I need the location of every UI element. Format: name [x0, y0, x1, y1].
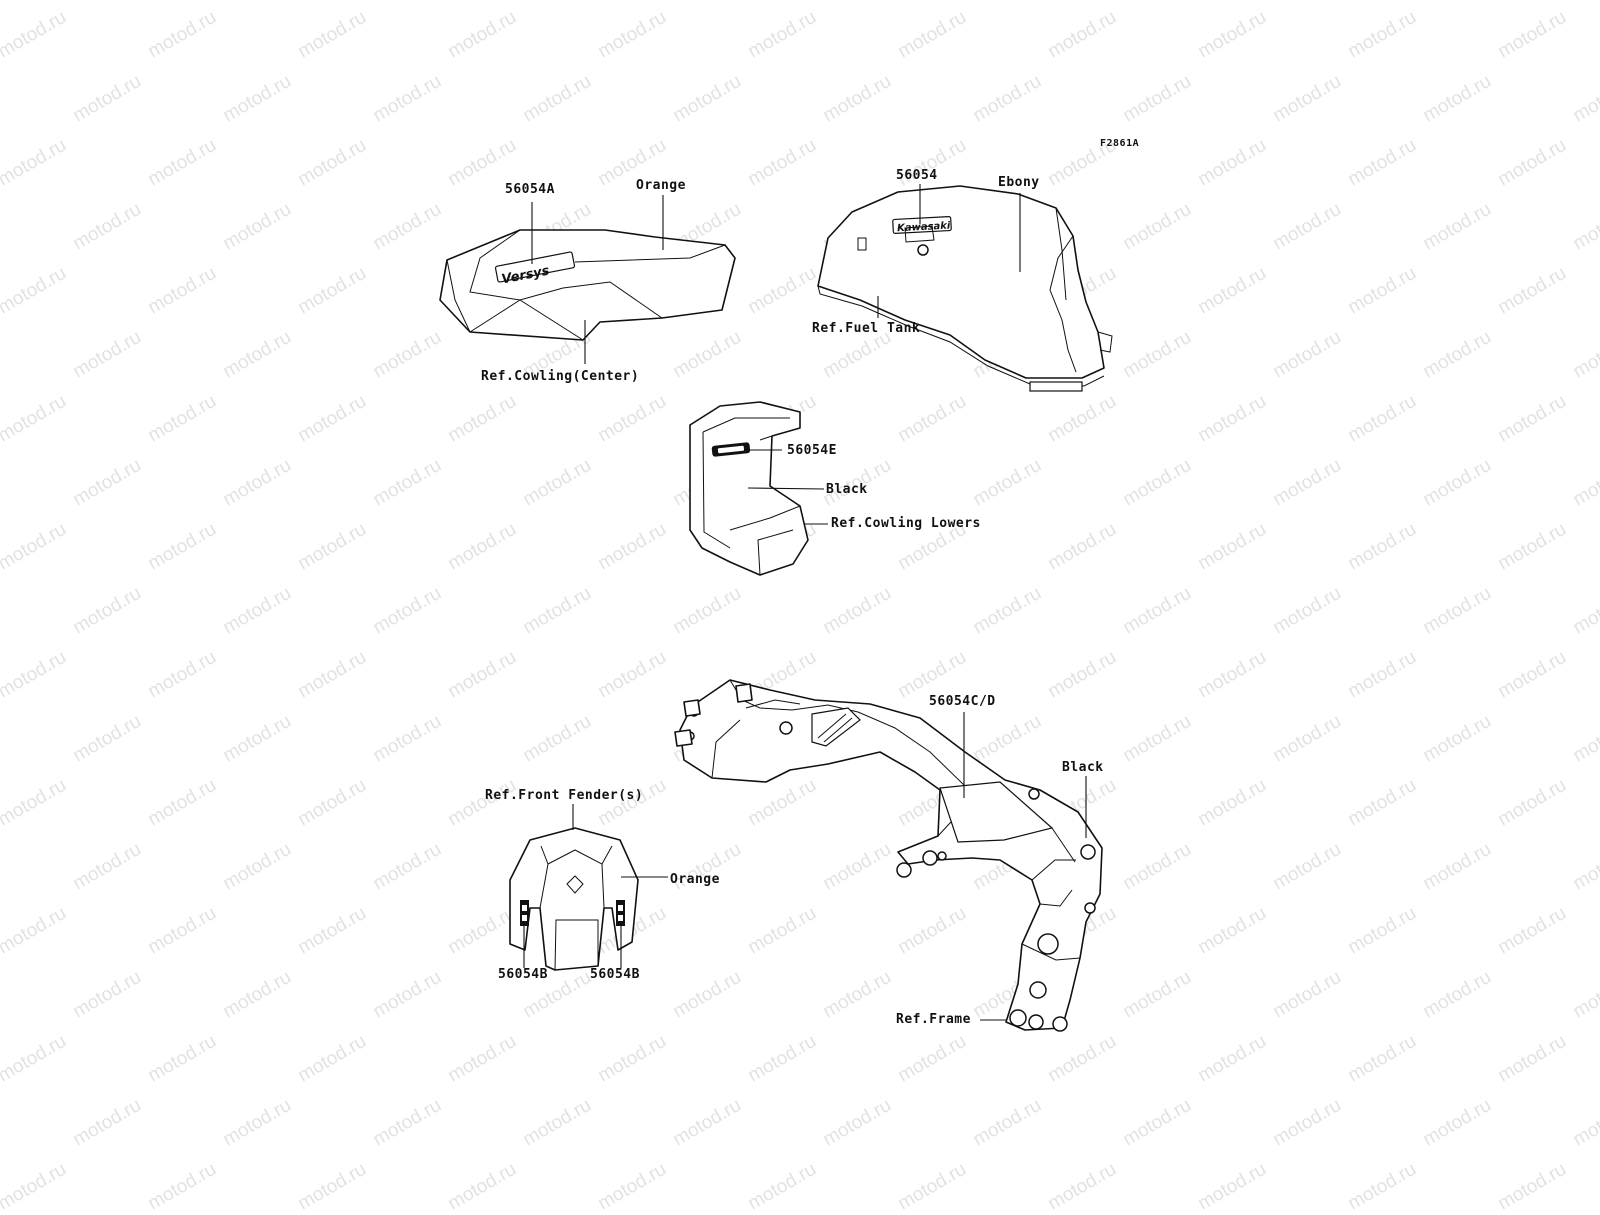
frame-part — [674, 679, 1103, 1032]
front-fender-part — [509, 827, 639, 971]
cowling-center-leaders — [531, 195, 664, 364]
cowling-lowers-color-label: Black — [826, 482, 868, 497]
fuel-tank-color-label: Ebony — [998, 175, 1040, 190]
frame-reference: Ref.Frame — [896, 1012, 971, 1027]
cowling-center-color-label: Orange — [636, 178, 686, 193]
frame-leaders — [963, 712, 1087, 1021]
fuel-tank-leaders — [877, 184, 1021, 318]
frame-part-number: 56054C/D — [929, 694, 996, 709]
cowling-lowers-leaders — [747, 449, 828, 525]
front-fender-color-label: Orange — [670, 872, 720, 887]
cowling-lowers-reference: Ref.Cowling Lowers — [831, 516, 981, 531]
gtr-decal-logo — [711, 442, 751, 457]
front-fender-leaders — [523, 804, 668, 968]
cowling-lowers-part-number: 56054E — [787, 443, 837, 458]
figure-id-label: F2861A — [1100, 138, 1140, 149]
cowling-center-part-number: 56054A — [505, 182, 555, 197]
cowling-center-part — [439, 229, 736, 341]
frame-color-label: Black — [1062, 760, 1104, 775]
fuel-tank-reference: Ref.Fuel Tank — [812, 321, 921, 336]
fuel-tank-part-number: 56054 — [896, 168, 938, 183]
front-fender-part-number-right: 56054B — [590, 967, 640, 982]
fuel-tank-part — [817, 185, 1113, 392]
front-fender-reference: Ref.Front Fender(s) — [485, 788, 644, 803]
cowling-center-reference: Ref.Cowling(Center) — [481, 369, 640, 384]
kawasaki-decal-text: Kawasaki — [897, 220, 951, 234]
front-fender-part-number-left: 56054B — [498, 967, 548, 982]
kawasaki-decal-logo — [892, 215, 952, 235]
